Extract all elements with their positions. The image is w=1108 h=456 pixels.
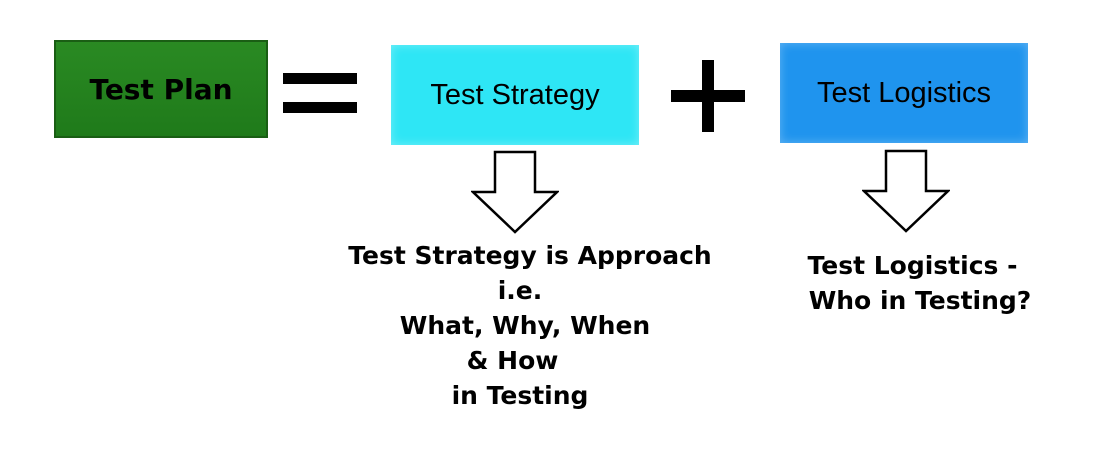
equals-icon — [283, 73, 357, 113]
test-strategy-label: Test Strategy — [430, 78, 600, 111]
hollow-down-arrow-icon — [862, 149, 950, 233]
test-plan-label: Test Plan — [89, 72, 233, 106]
strategy-note-line: in Testing — [451, 381, 589, 410]
test-plan-box: Test Plan — [54, 40, 268, 138]
test-logistics-label: Test Logistics — [816, 76, 992, 109]
test-strategy-box: Test Strategy — [391, 45, 639, 145]
logistics-description: Test Logistics - Who in Testing? — [790, 248, 1050, 318]
strategy-note-line: i.e. — [497, 276, 543, 305]
strategy-note-line: Test Strategy is Approach — [348, 241, 712, 270]
strategy-note-line: What, Why, When — [399, 311, 651, 340]
strategy-description: Test Strategy is Approach i.e. What, Why… — [340, 238, 720, 413]
hollow-down-arrow-icon — [471, 150, 559, 234]
strategy-note-line: & How — [466, 346, 559, 375]
plus-icon — [671, 60, 745, 132]
logistics-note-line: Who in Testing? — [808, 286, 1032, 315]
logistics-note-line: Test Logistics - — [807, 251, 1018, 280]
test-logistics-box: Test Logistics — [780, 43, 1028, 143]
